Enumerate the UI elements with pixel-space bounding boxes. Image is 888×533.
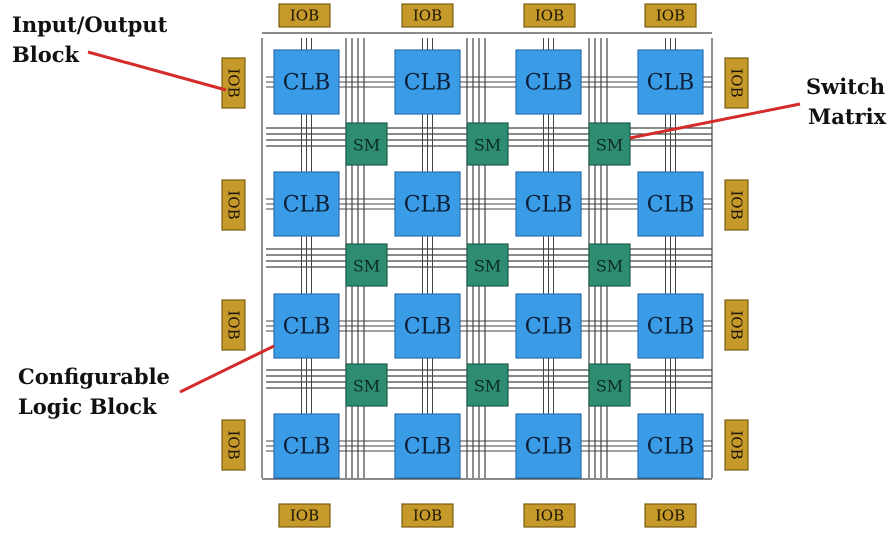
clb-r4-c2: CLB (394, 413, 461, 479)
iob-label: IOB (728, 430, 746, 459)
iob-label: IOB (413, 7, 442, 25)
clb-label: CLB (647, 193, 695, 218)
iob-label: IOB (535, 507, 564, 525)
iob-label: IOB (290, 7, 319, 25)
clb-label: CLB (525, 71, 573, 96)
iob-label: IOB (656, 7, 685, 25)
iob-top-2: IOB (401, 3, 454, 28)
iob-top-3: IOB (523, 3, 576, 28)
clb-r2-c1: CLB (273, 171, 340, 237)
clb-r4-c3: CLB (515, 413, 582, 479)
clb-label: CLB (647, 435, 695, 460)
iob-left-1: IOB (221, 57, 246, 109)
sm-label: SM (474, 377, 501, 396)
iob-top-4: IOB (644, 3, 697, 28)
iob-label: IOB (656, 507, 685, 525)
iob-label: IOB (225, 430, 243, 459)
switch-matrix-callout: Switch Matrix (806, 72, 886, 132)
switch-matrix-r2-c3: SM (588, 243, 631, 287)
clb-r4-c4: CLB (637, 413, 704, 479)
sm-label: SM (596, 136, 623, 155)
sm-label: SM (596, 257, 623, 276)
iob-bottom-4: IOB (644, 503, 697, 528)
clb-r4-c1: CLB (273, 413, 340, 479)
iob-right-4: IOB (724, 419, 749, 471)
sm-label: SM (353, 257, 380, 276)
switch-matrix-r2-c1: SM (345, 243, 388, 287)
clb-label: CLB (404, 315, 452, 340)
switch-matrix-r3-c1: SM (345, 363, 388, 407)
clb-label: CLB (404, 435, 452, 460)
clb-label: CLB (283, 315, 331, 340)
sm-label: SM (353, 136, 380, 155)
logic-block-callout: Configurable Logic Block (18, 362, 170, 422)
io-block-callout: Input/Output Block (12, 10, 167, 70)
switch-matrix-r3-c3: SM (588, 363, 631, 407)
iob-label: IOB (225, 68, 243, 97)
clb-label: CLB (525, 193, 573, 218)
iob-left-2: IOB (221, 179, 246, 231)
clb-r1-c4: CLB (637, 49, 704, 115)
clb-r3-c2: CLB (394, 293, 461, 359)
iob-bottom-3: IOB (523, 503, 576, 528)
iob-bottom-1: IOB (278, 503, 331, 528)
switch-matrix-r1-c1: SM (345, 122, 388, 166)
sm-label: SM (353, 377, 380, 396)
iob-left-3: IOB (221, 299, 246, 351)
iob-right-1: IOB (724, 57, 749, 109)
logic-block-callout-line (179, 344, 275, 394)
iob-label: IOB (225, 190, 243, 219)
clb-r2-c2: CLB (394, 171, 461, 237)
iob-right-2: IOB (724, 179, 749, 231)
clb-r1-c1: CLB (273, 49, 340, 115)
clb-r1-c2: CLB (394, 49, 461, 115)
switch-matrix-callout-line-1: Switch (806, 74, 885, 99)
clb-label: CLB (525, 315, 573, 340)
iob-label: IOB (728, 310, 746, 339)
clb-label: CLB (404, 193, 452, 218)
iob-top-1: IOB (278, 3, 331, 28)
iob-label: IOB (290, 507, 319, 525)
sm-label: SM (596, 377, 623, 396)
iob-bottom-2: IOB (401, 503, 454, 528)
clb-r3-c4: CLB (637, 293, 704, 359)
iob-left-4: IOB (221, 419, 246, 471)
clb-label: CLB (647, 71, 695, 96)
clb-label: CLB (647, 315, 695, 340)
clb-r3-c3: CLB (515, 293, 582, 359)
iob-label: IOB (535, 7, 564, 25)
clb-label: CLB (283, 435, 331, 460)
clb-label: CLB (283, 71, 331, 96)
logic-block-callout-line-2: Logic Block (18, 394, 157, 419)
iob-right-3: IOB (724, 299, 749, 351)
switch-matrix-r1-c3: SM (588, 122, 631, 166)
switch-matrix-callout-line-2: Matrix (808, 104, 887, 129)
iob-label: IOB (225, 310, 243, 339)
clb-label: CLB (283, 193, 331, 218)
clb-r2-c3: CLB (515, 171, 582, 237)
clb-r2-c4: CLB (637, 171, 704, 237)
clb-label: CLB (525, 435, 573, 460)
switch-matrix-r1-c2: SM (466, 122, 509, 166)
switch-matrix-r3-c2: SM (466, 363, 509, 407)
iob-label: IOB (728, 190, 746, 219)
sm-label: SM (474, 257, 501, 276)
sm-label: SM (474, 136, 501, 155)
io-block-callout-line-1: Input/Output (12, 12, 168, 37)
iob-label: IOB (728, 68, 746, 97)
clb-r1-c3: CLB (515, 49, 582, 115)
clb-r3-c1: CLB (273, 293, 340, 359)
iob-label: IOB (413, 507, 442, 525)
logic-block-callout-line-1: Configurable (18, 364, 170, 389)
switch-matrix-callout-line (629, 102, 801, 140)
io-block-callout-line (87, 50, 227, 92)
switch-matrix-r2-c2: SM (466, 243, 509, 287)
io-block-callout-line-2: Block (12, 42, 80, 67)
clb-label: CLB (404, 71, 452, 96)
